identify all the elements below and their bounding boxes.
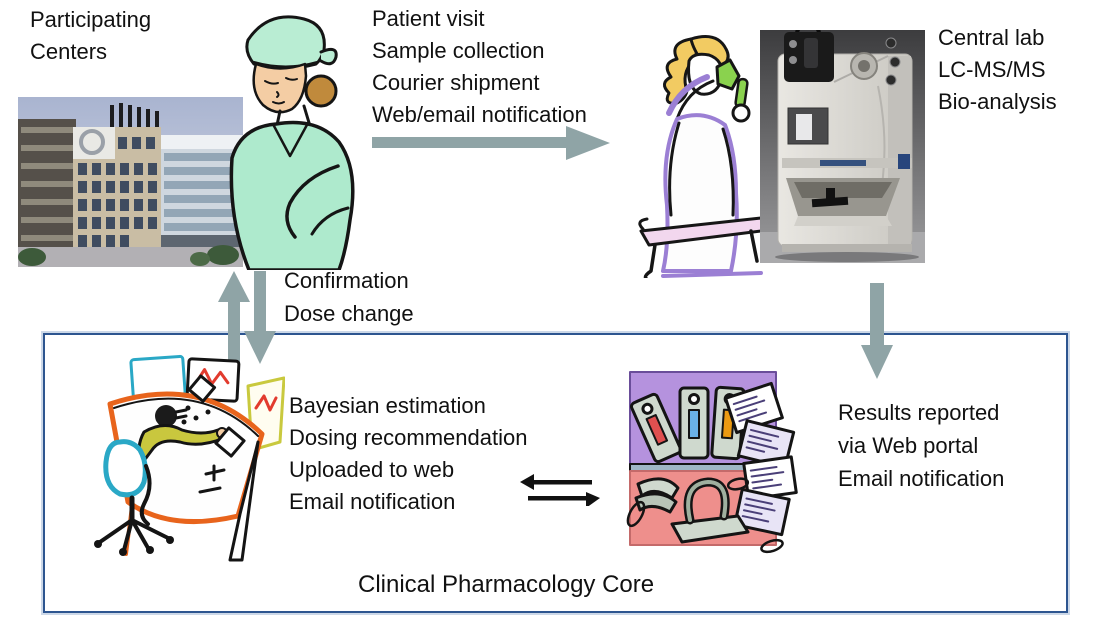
hospital-building-photo <box>18 97 243 267</box>
central-lab-line3: Bio-analysis <box>938 89 1057 114</box>
to-central-lab-line3: Courier shipment <box>372 70 540 95</box>
results-label: Results reported via Web portal Email no… <box>838 396 1004 495</box>
arrow-up-down-feedback-icon <box>218 271 276 367</box>
participating-centers-line2: Centers <box>30 39 108 64</box>
to-central-lab-line4: Web/email notification <box>372 102 587 127</box>
central-lab-line1: Central lab <box>938 25 1045 50</box>
feedback-label: Confirmation Dose change <box>284 264 414 330</box>
results-line2: via Web portal <box>838 433 979 458</box>
to-central-lab-label: Patient visit Sample collection Courier … <box>372 3 587 131</box>
analyst-at-workstation-clipart <box>94 354 285 562</box>
core-tasks-line2: Dosing recommendation <box>289 425 528 450</box>
feedback-line2: Dose change <box>284 301 414 326</box>
results-line3: Email notification <box>838 466 1005 491</box>
core-box-title: Clinical Pharmacology Core <box>358 571 655 598</box>
core-tasks-line3: Uploaded to web <box>289 457 455 482</box>
to-central-lab-line1: Patient visit <box>372 6 485 31</box>
arrow-left-right-exchange-icon <box>520 474 600 506</box>
to-central-lab-line2: Sample collection <box>372 38 545 63</box>
results-line1: Results reported <box>838 400 1000 425</box>
participating-centers-line1: Participating <box>30 7 152 32</box>
arrow-down-to-core-icon <box>861 283 893 379</box>
records-archive-clipart <box>626 371 798 554</box>
core-tasks-label: Bayesian estimation Dosing recommendatio… <box>289 390 527 518</box>
core-tasks-line4: Email notification <box>289 489 456 514</box>
lab-technician-clipart <box>638 35 771 278</box>
feedback-line1: Confirmation <box>284 268 409 293</box>
clinical-pharmacology-core-box <box>43 333 1068 613</box>
lcms-instrument-photo <box>760 30 925 263</box>
core-tasks-line1: Bayesian estimation <box>289 393 486 418</box>
central-lab-label: Central lab LC-MS/MS Bio-analysis <box>938 22 1057 118</box>
arrow-right-to-lab-icon <box>372 126 610 160</box>
participating-centers-label: Participating Centers <box>30 4 151 68</box>
central-lab-line2: LC-MS/MS <box>938 57 1046 82</box>
nurse-clipart <box>229 15 355 270</box>
